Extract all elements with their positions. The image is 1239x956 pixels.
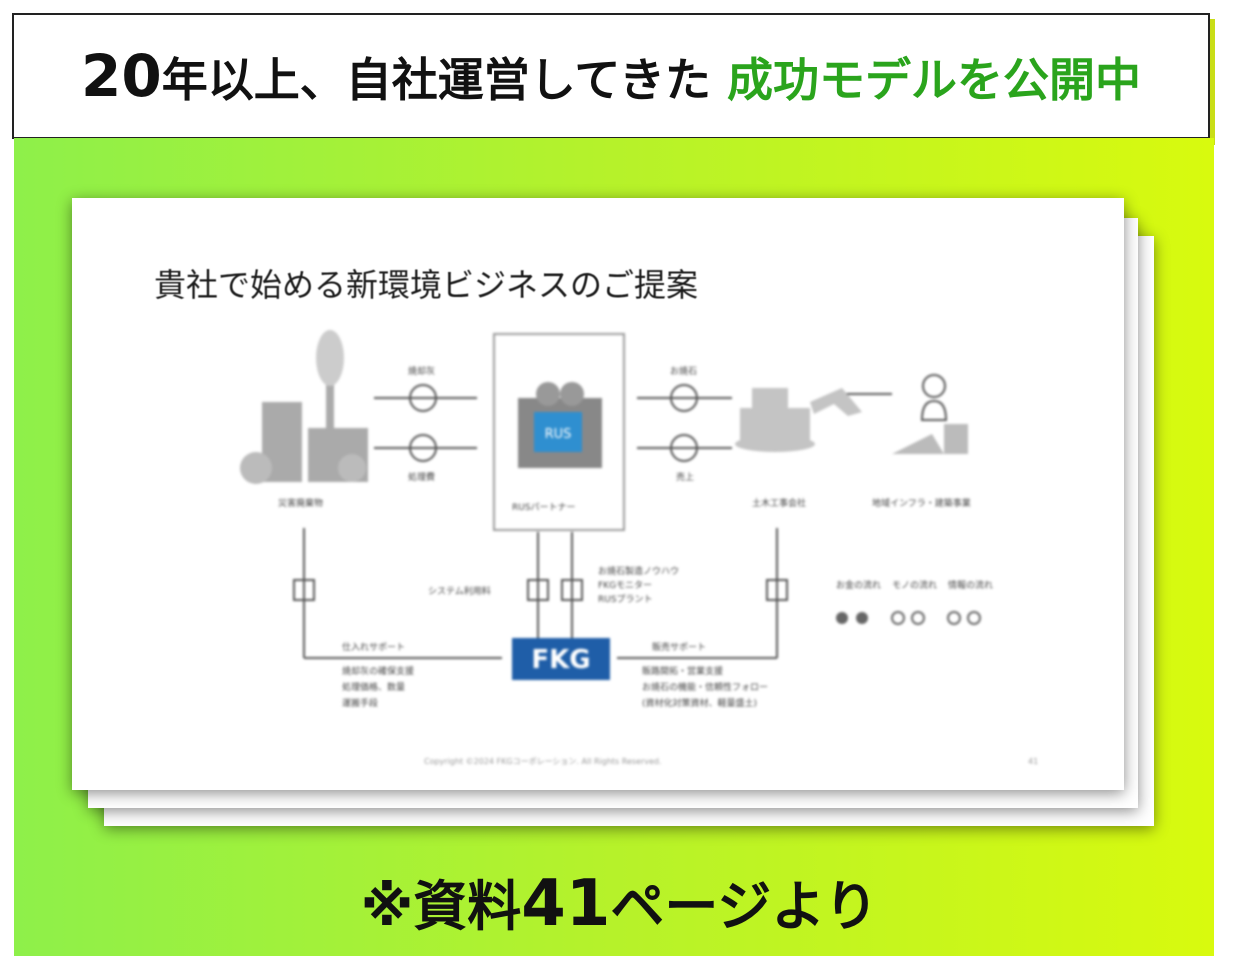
purchase-item-2: 処理価格、数量 <box>342 681 405 693</box>
circle-fee <box>409 434 437 462</box>
slide-copyright: Copyright ©2024 FKGコーポレーション. All Rights … <box>424 757 662 766</box>
label-system-fee: システム利用料 <box>428 585 491 597</box>
label-partner: RUSパートナー <box>512 502 576 513</box>
label-sales-support: 販売サポート <box>652 641 706 653</box>
label-flow-money: お金の流れ <box>836 579 881 591</box>
slide-title: 貴社で始める新環境ビジネスのご提案 <box>154 266 699 304</box>
sales-item-2: お焼石の機能・信頼性フォロー <box>642 681 768 693</box>
slide-preview: 貴社で始める新環境ビジネスのご提案 <box>72 198 1124 790</box>
footer-note: ※資料41ページより <box>0 862 1239 941</box>
svg-text:RUS: RUS <box>545 427 572 442</box>
label-flow-info: 情報の流れ <box>948 579 993 591</box>
circle-sales <box>670 434 698 462</box>
header-number: 20 <box>81 42 162 110</box>
label-waste-company: 災害廃棄物 <box>278 497 323 509</box>
header-highlight: 成功モデルを公開中 <box>726 53 1141 107</box>
person-head <box>922 374 946 398</box>
knowhow-item-2: FKGモニター <box>598 580 652 591</box>
label-purchase-support: 仕入れサポート <box>342 641 405 653</box>
label-fee: 処理費 <box>408 471 435 483</box>
square-left <box>293 579 315 601</box>
square-knowhow <box>561 579 583 601</box>
rus-plant-graphic: RUS <box>518 382 602 468</box>
knowhow-item-3: RUSプラント <box>598 594 653 605</box>
label-flow-goods: モノの流れ <box>892 579 937 591</box>
svg-text:FKG: FKG <box>531 645 590 675</box>
header-main: 年以上、自社運営してきた <box>161 53 711 107</box>
circle-stone <box>670 384 698 412</box>
square-fee <box>527 579 549 601</box>
square-right <box>766 579 788 601</box>
footer-suffix: ページより <box>610 875 879 938</box>
footer-prefix: ※資料 <box>360 875 522 938</box>
header-banner: 20年以上、自社運営してきた 成功モデルを公開中 <box>12 13 1210 139</box>
infra-illustration <box>892 424 968 454</box>
purchase-item-1: 焼却灰の確保支援 <box>342 665 414 677</box>
flow-legend-icons <box>836 611 981 625</box>
excavator-illustration <box>735 388 862 452</box>
slide-page-number: 41 <box>1028 757 1038 766</box>
footer-number: 41 <box>521 867 611 941</box>
label-sales: 売上 <box>676 471 694 483</box>
sales-item-3: (資材化対策資材、軽量盛土) <box>642 697 757 709</box>
knowhow-item-1: お焼石製造ノウハウ <box>598 565 679 577</box>
label-stone: お焼石 <box>670 366 697 377</box>
label-ash: 焼却灰 <box>408 365 435 377</box>
partner-box <box>493 333 625 531</box>
factory-illustration <box>240 330 368 484</box>
business-flow-diagram: RUS FKG 災害廃棄物 RUSパートナー <box>240 330 1038 766</box>
fkg-logo: FKG <box>512 638 610 680</box>
person-body <box>920 399 948 421</box>
sales-item-1: 販路開拓・営業支援 <box>642 665 723 677</box>
purchase-item-3: 運搬手段 <box>342 697 378 709</box>
label-civil-company: 土木工事会社 <box>752 497 806 509</box>
header-text: 20年以上、自社運営してきた 成功モデルを公開中 <box>81 42 1141 110</box>
circle-ash <box>409 384 437 412</box>
label-infra-project: 地域インフラ・建築事業 <box>872 497 971 509</box>
